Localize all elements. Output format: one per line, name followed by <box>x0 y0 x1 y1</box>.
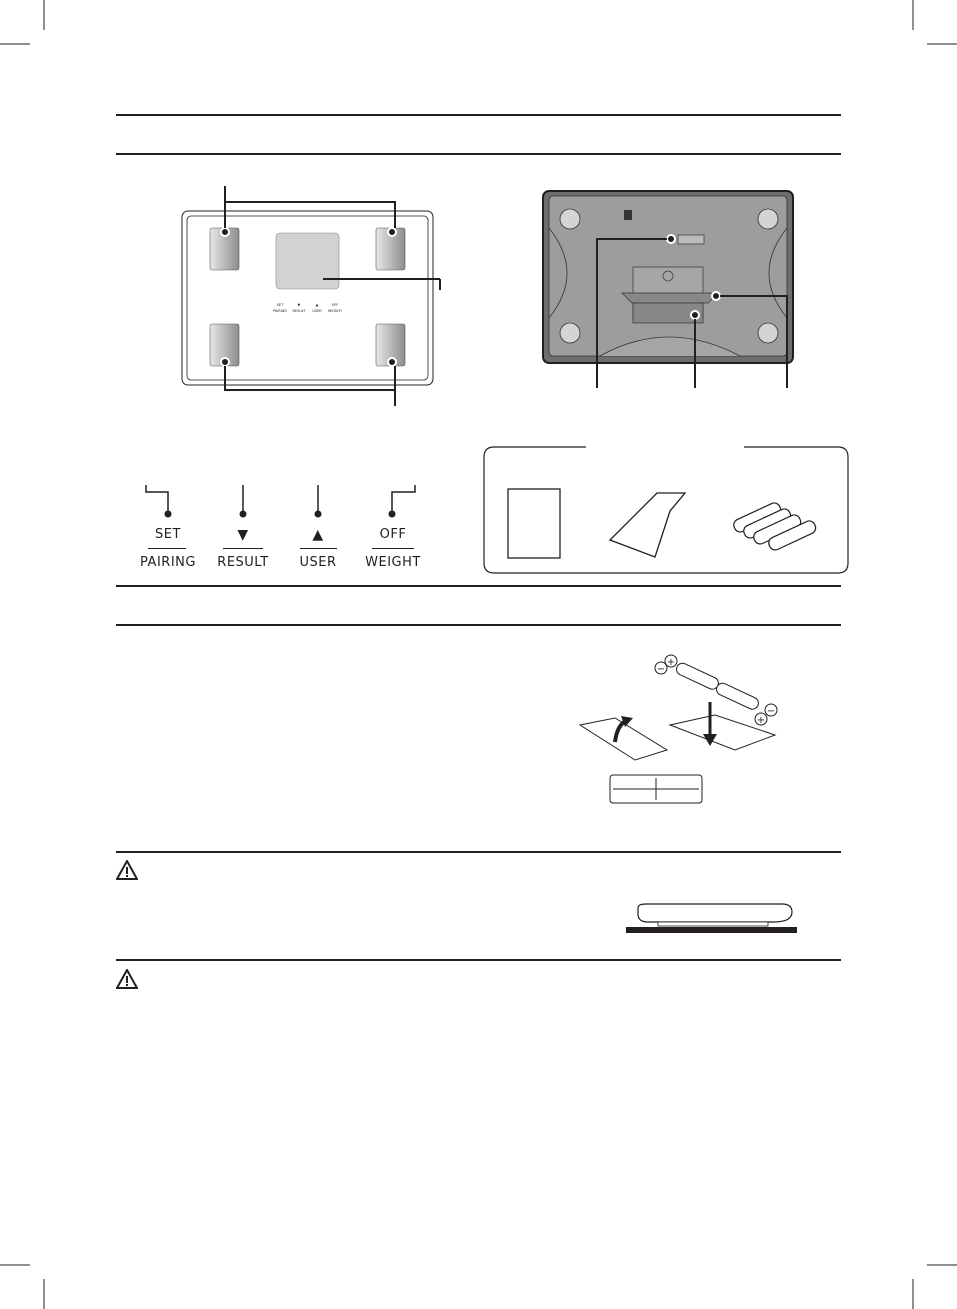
button-set-label: SET <box>155 527 181 542</box>
section-rule <box>116 114 841 116</box>
scale-label: USER <box>312 309 322 313</box>
divider <box>223 548 263 549</box>
plus-symbol: + <box>667 657 675 668</box>
scale-bottom-view <box>542 190 794 388</box>
divider <box>300 548 337 549</box>
button-result-label: RESULT <box>217 555 269 570</box>
button-user-label: USER <box>299 555 337 570</box>
scale-label: OFF <box>332 303 339 307</box>
plus-symbol: + <box>757 715 765 726</box>
scale-label: RESULT <box>292 309 306 313</box>
scale-label: WEIGHT <box>328 309 343 313</box>
scale-side-view <box>626 903 797 933</box>
section-rule <box>116 153 841 155</box>
manual-booklet-icon <box>507 488 561 559</box>
button-up-label: ▲ <box>312 527 324 543</box>
scale-label: SET <box>277 303 284 307</box>
button-weight-label: WEIGHT <box>365 555 421 570</box>
button-lines <box>145 485 416 518</box>
button-off-label: OFF <box>379 527 407 542</box>
warning-icon <box>116 860 138 880</box>
minus-symbol: − <box>657 664 665 675</box>
section-rule <box>116 624 841 626</box>
section-rule <box>116 585 841 587</box>
scale-top-view: SET PAIRING ▼ RESULT ▲ USER OFF WEIGHT <box>181 186 441 406</box>
scale-label: PAIRING <box>273 309 287 313</box>
package-contents-box <box>483 446 849 574</box>
leaflet-icon <box>608 492 687 558</box>
divider <box>372 548 414 549</box>
section-rule <box>116 959 841 961</box>
scale-label: ▼ <box>298 303 301 307</box>
section-rule <box>116 851 841 853</box>
divider <box>148 548 186 549</box>
scale-label: ▲ <box>316 303 319 307</box>
button-down-label: ▼ <box>237 527 249 543</box>
minus-symbol: − <box>767 706 775 717</box>
battery-installation-diagram: − + − + <box>578 654 778 804</box>
button-pairing-label: PAIRING <box>140 555 196 570</box>
batteries-icon <box>733 502 817 551</box>
warning-icon <box>116 969 138 989</box>
